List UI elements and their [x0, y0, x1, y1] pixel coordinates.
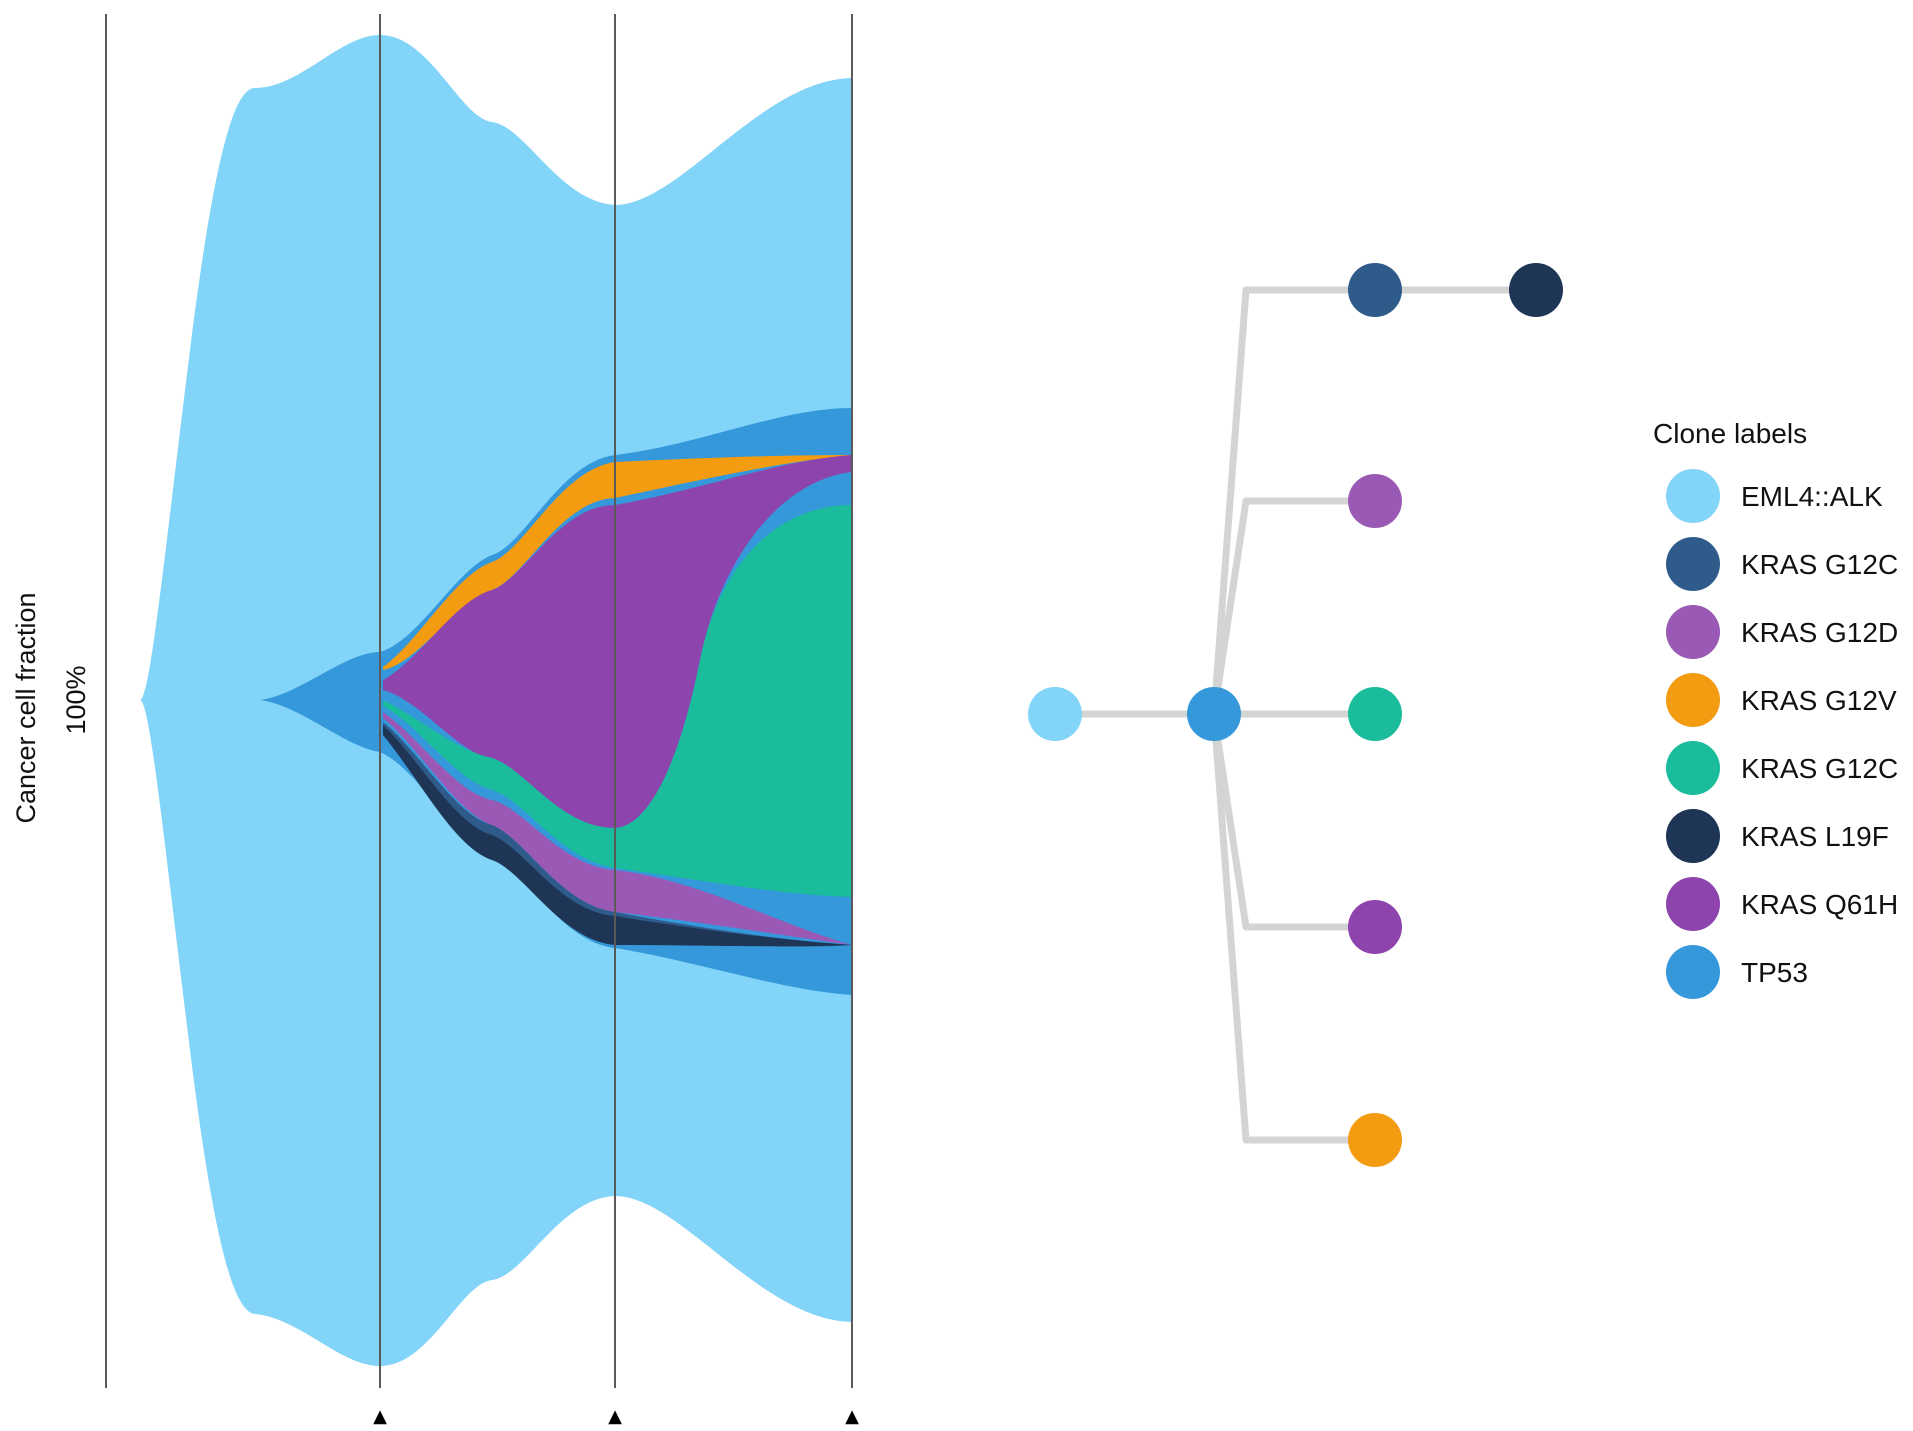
tree-node-tp53: [1187, 687, 1241, 741]
tree-node-kras-q61h: [1348, 900, 1402, 954]
clone-tree: [1028, 263, 1563, 1167]
clone-band-kras-g12d: [383, 712, 852, 945]
legend-title: Clone labels: [1653, 418, 1807, 449]
legend-label-1: EML4::ALK: [1741, 481, 1883, 512]
legend-swatch-5: [1666, 741, 1720, 795]
legend-label-5: KRAS G12C: [1741, 753, 1898, 784]
tree-node-kras-g12c-1: [1348, 263, 1402, 317]
legend-swatch-6: [1666, 809, 1720, 863]
timepoint-marker-2: ▲: [608, 1406, 622, 1427]
clone-band-kras-l19f: [383, 725, 852, 947]
timepoint-marker-1: ▲: [373, 1406, 387, 1427]
timepoint-markers: ▲ ▲ ▲: [373, 1406, 859, 1427]
legend-swatch-2: [1666, 537, 1720, 591]
tree-node-kras-l19f: [1509, 263, 1563, 317]
tree-edge-tp53-to-kras-g12v: [1210, 713, 1375, 1144]
legend-swatch-4: [1666, 673, 1720, 727]
y-axis-label: Cancer cell fraction: [11, 592, 41, 823]
legend-label-3: KRAS G12D: [1741, 617, 1898, 648]
tree-node-kras-g12c-2: [1348, 687, 1402, 741]
legend-label-7: KRAS Q61H: [1741, 889, 1898, 920]
tree-node-kras-g12v: [1348, 1113, 1402, 1167]
tree-edge-tp53-to-kras-g12d: [1210, 497, 1375, 715]
tree-edge-tp53-to-kras-g12c-1: [1210, 286, 1375, 715]
tree-edge-tp53-to-kras-q61h: [1210, 713, 1375, 931]
clone-band-kras-g12c-2: [383, 505, 852, 897]
legend-label-8: TP53: [1741, 957, 1808, 988]
clone-band-kras-q61h: [383, 455, 852, 828]
tree-node-eml4-alk: [1028, 687, 1082, 741]
legend-swatch-7: [1666, 877, 1720, 931]
timepoint-lines: [105, 14, 853, 1388]
legend-label-2: KRAS G12C: [1741, 549, 1898, 580]
legend-label-4: KRAS G12V: [1741, 685, 1897, 716]
tree-node-kras-g12d: [1348, 474, 1402, 528]
legend-label-6: KRAS L19F: [1741, 821, 1889, 852]
timepoint-marker-3: ▲: [845, 1406, 859, 1427]
fishplot-area: [140, 35, 852, 1366]
legend-swatch-8: [1666, 945, 1720, 999]
legend-swatch-3: [1666, 605, 1720, 659]
y-axis-tick-100: 100%: [61, 665, 91, 734]
legend-swatch-1: [1666, 469, 1720, 523]
